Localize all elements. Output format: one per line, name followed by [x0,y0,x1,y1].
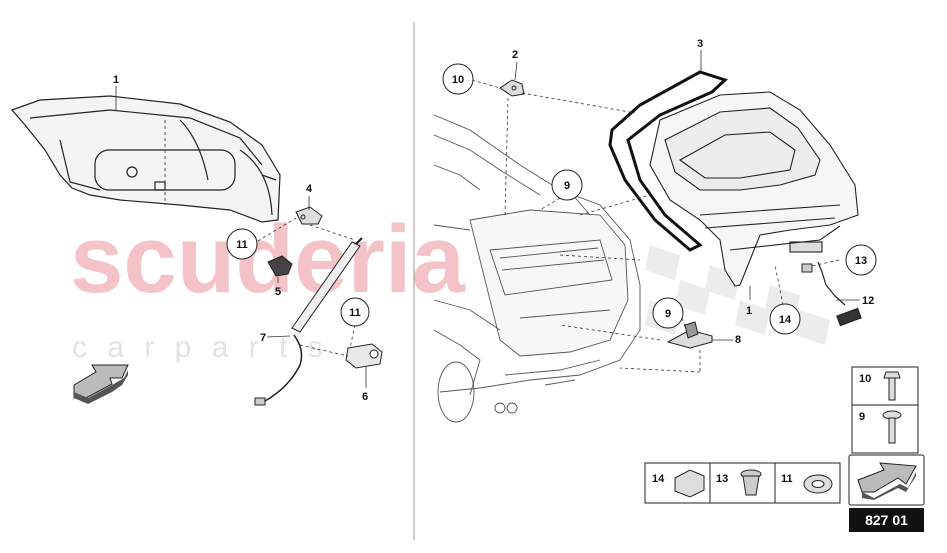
callout-circle-11-left [226,228,258,260]
watermark-brand: scuderia [70,206,465,313]
motor-part-6 [345,343,383,369]
callout-9-upper: 9 [564,180,570,192]
callout-14: 14 [779,314,792,326]
legend-num-10: 10 [859,373,871,385]
callout-7: 7 [260,332,266,344]
callout-circle-13 [845,244,877,276]
tailgate-assembly-part-1 [649,91,859,287]
hinge-part-4 [295,206,323,225]
expansion-nut-icon [740,469,762,496]
gas-strut-part-7 [254,237,363,406]
callout-1-right: 1 [746,305,752,317]
callout-10: 10 [452,74,464,86]
left-leader-lines [115,86,367,388]
callout-8: 8 [735,334,741,346]
callout-1-left: 1 [113,74,119,86]
legend-num-9: 9 [859,411,865,423]
page-code-label: 827 01 [849,508,924,532]
watermark-tagline: c a r p a r t s [72,331,329,364]
clip-block-icon [674,469,705,498]
bracket-part-8 [666,321,713,349]
callout-circle-14 [769,303,801,335]
vehicle-rear-body [433,114,641,423]
bracket-part-5 [267,255,293,277]
callout-4: 4 [306,183,313,195]
callout-12: 12 [862,295,874,307]
right-leader-lines [471,50,860,373]
direction-arrow-right-icon [857,462,917,500]
callout-5: 5 [275,286,281,298]
cable-part-12 [817,261,862,327]
fastener-legend-vertical: 10 9 [851,366,919,454]
tailgate-inner-panel [10,95,281,223]
callout-2: 2 [512,49,518,61]
weatherstrip-seal-part-3 [608,70,728,252]
legend-num-13: 13 [716,473,728,485]
legend-num-11: 11 [781,473,793,485]
callout-9-lower: 9 [665,308,671,320]
callout-circle-9-lower [652,297,684,329]
grommet-icon [803,474,833,494]
callout-circle-11-lower [340,297,370,327]
bolt-flange-icon [883,371,901,401]
callout-3: 3 [697,38,703,50]
fastener-legend-horizontal: 14 13 11 [644,462,841,504]
callout-11-left: 11 [236,239,248,251]
callout-6: 6 [362,391,368,403]
bolt-washer-icon [882,410,902,444]
clip-part-13 [801,263,813,273]
callout-circle-9-upper [551,169,583,201]
legend-num-14: 14 [652,473,665,485]
callout-13: 13 [855,255,867,267]
hinge-part-2 [499,79,525,97]
callout-11-lower: 11 [349,307,361,319]
direction-arrow-left-icon [73,364,129,404]
callout-circle-10 [442,63,474,95]
